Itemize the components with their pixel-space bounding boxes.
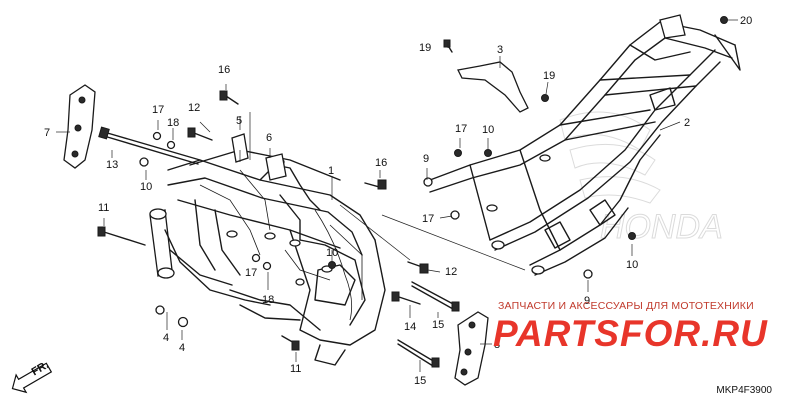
label-3: 3 [497,44,503,56]
label-17c: 17 [245,267,257,279]
label-17b: 17 [455,123,467,135]
svg-text:HONDA: HONDA [600,208,723,246]
label-18a: 18 [167,117,179,129]
label-17a: 17 [152,104,164,116]
label-4a: 4 [163,332,169,344]
main-frame [149,149,386,366]
label-6: 6 [266,132,272,144]
watermark-logo: PARTSFOR.RU [493,313,768,354]
label-16b: 16 [375,157,387,169]
label-12a: 12 [188,102,200,114]
label-9a: 9 [423,153,429,165]
label-16a: 16 [218,64,230,76]
nuts-and-washers [139,131,636,328]
label-9b: 9 [584,295,590,307]
watermark-tagline: ЗАПЧАСТИ И АКСЕССУАРЫ ДЛЯ МОТОТЕХНИКИ [498,300,754,312]
label-7: 7 [44,127,50,139]
label-2: 2 [684,117,690,129]
label-10d: 10 [626,259,638,271]
label-8: 8 [494,339,500,351]
front-direction-arrow [11,362,53,394]
diagram-code: MKP4F3900 [716,385,772,396]
label-11a: 11 [98,202,109,214]
bolts [97,16,728,368]
label-20: 20 [740,15,752,27]
label-10a: 10 [140,181,152,193]
label-11b: 11 [290,363,301,375]
label-13: 13 [106,159,118,171]
honda-logo-watermark: HONDA [559,111,723,247]
label-19a: 19 [419,42,431,54]
label-5: 5 [236,115,242,127]
bracket-part-3 [457,61,549,113]
fr-direction-label: FR. [30,359,51,378]
label-4b: 4 [179,342,185,354]
label-1: 1 [328,165,334,177]
part-labels: 1 2 3 4 4 5 6 7 8 9 9 10 10 10 10 11 11 … [30,15,753,387]
label-17d: 17 [422,213,434,225]
engine-hanger-plate-8 [454,311,489,386]
label-10c: 10 [326,247,338,259]
label-12b: 12 [445,266,457,278]
label-19b: 19 [543,70,555,82]
label-10b: 10 [482,124,494,136]
label-14: 14 [404,321,416,333]
leader-lines [56,19,738,372]
engine-hanger-plate-7 [63,84,96,169]
label-15a: 15 [432,319,444,331]
label-15b: 15 [414,375,426,387]
rear-subframe [429,14,741,276]
label-18b: 18 [262,294,274,306]
